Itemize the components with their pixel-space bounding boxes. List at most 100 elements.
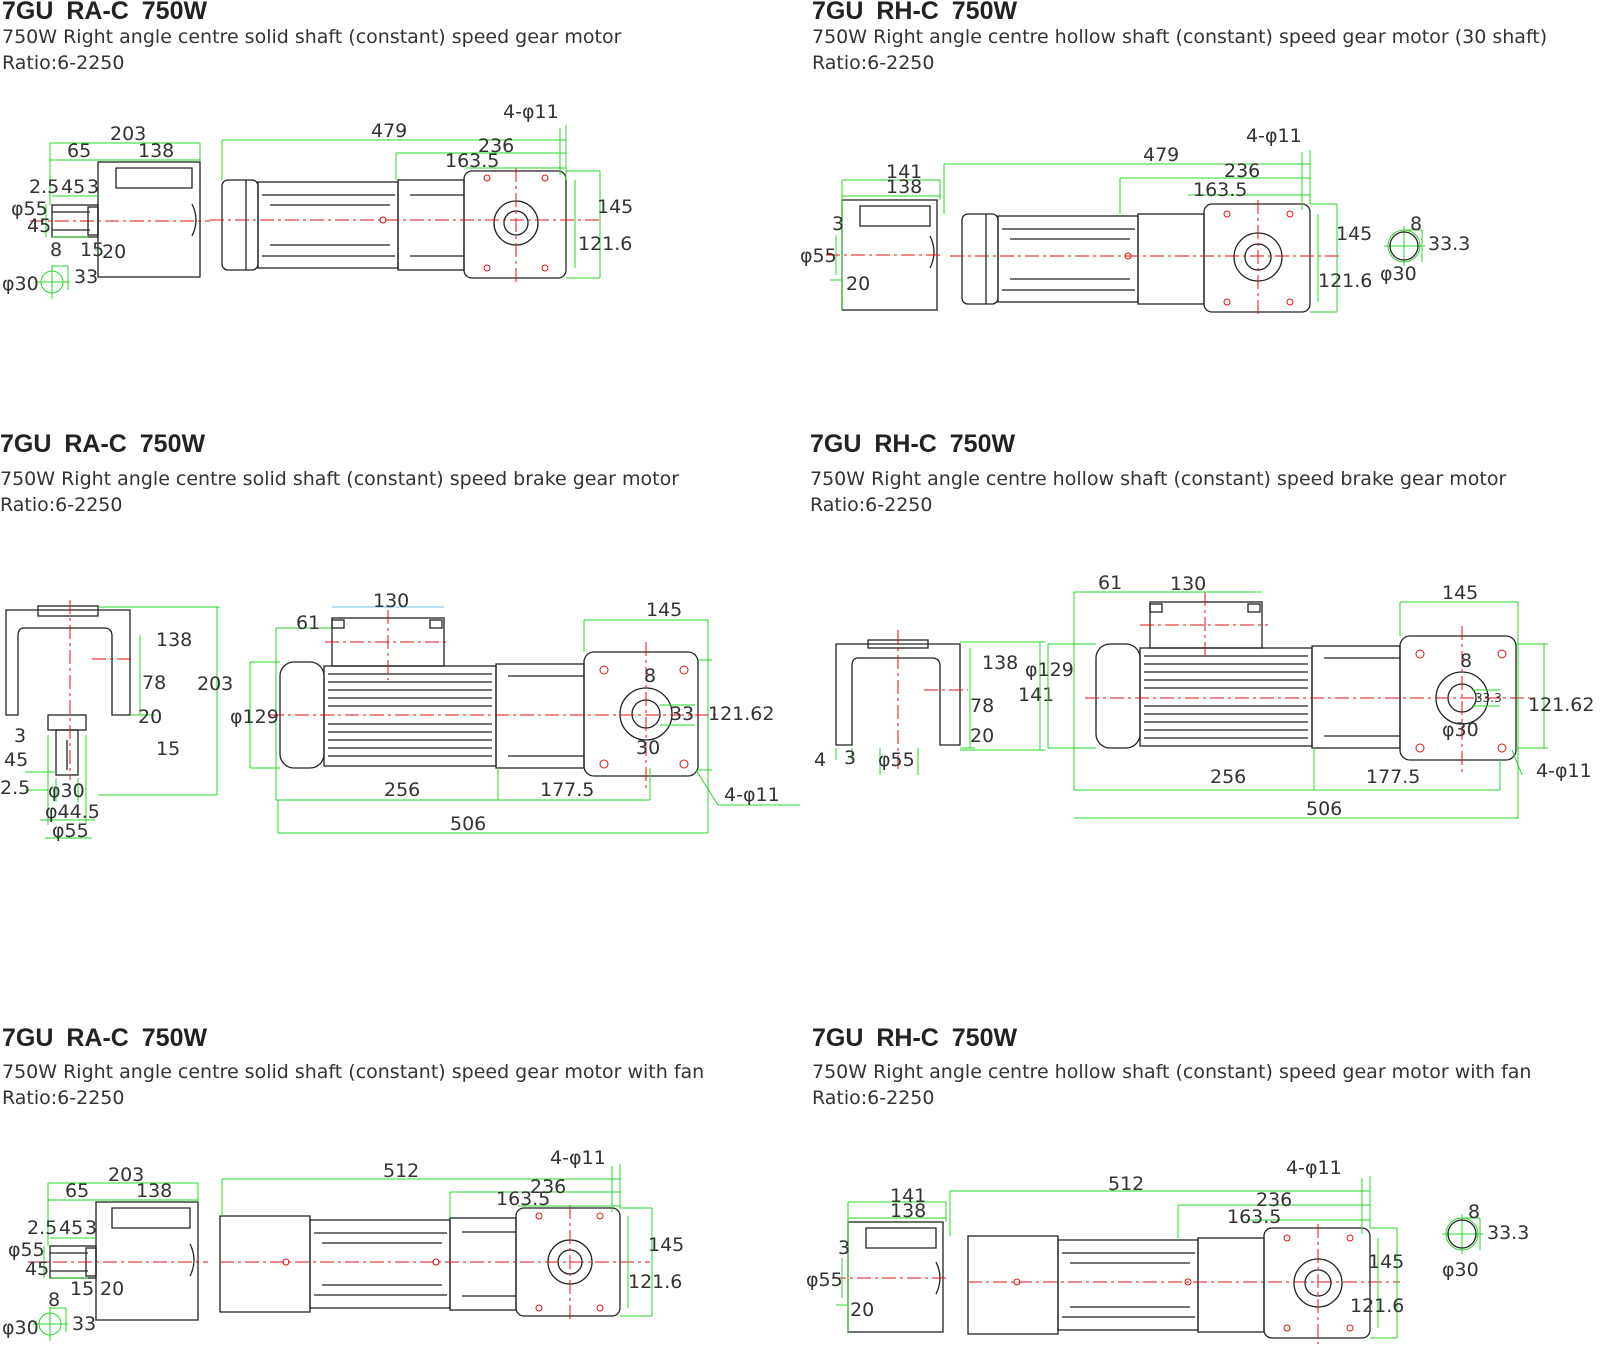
panel-3-ratio: Ratio:6-2250: [0, 494, 123, 516]
p3-d61: 61: [296, 612, 320, 634]
p4-front-dims: [1047, 591, 1548, 819]
p3-phi44-5: φ44.5: [45, 801, 100, 823]
p1-d33: 33: [74, 266, 98, 288]
p2-d236: 236: [1224, 160, 1260, 182]
p3-d256: 256: [384, 779, 420, 801]
p2-phi55: φ55: [800, 245, 837, 267]
panel-3-drawing: 138 78 203 20 3 45 15 2.5 φ30 φ44.5 φ55: [0, 590, 800, 842]
p4-d8: 8: [1460, 650, 1472, 672]
p1-side-view: [30, 161, 210, 278]
panel-5-subtitle: 750W Right angle centre solid shaft (con…: [2, 1061, 705, 1083]
p5-d138: 138: [136, 1180, 172, 1202]
p5-d163-5: 163.5: [496, 1188, 550, 1210]
p3-d138: 138: [156, 629, 192, 651]
p4-d33-3: 33.3: [1475, 691, 1502, 705]
p2-d479: 479: [1143, 144, 1179, 166]
p6-phi55: φ55: [806, 1269, 843, 1291]
p6-d8: 8: [1468, 1201, 1480, 1223]
p4-d61: 61: [1098, 572, 1122, 594]
p5-hole: 4-φ11: [550, 1147, 606, 1169]
p2-d3: 3: [832, 213, 844, 235]
p4-d130: 130: [1170, 573, 1206, 595]
p5-d45b: 45: [25, 1258, 49, 1280]
p2-d141: 141: [886, 161, 922, 183]
p5-phi30: φ30: [2, 1317, 39, 1339]
p3-d15: 15: [156, 738, 180, 760]
p1-d45a: 45: [61, 176, 85, 198]
p5-d20: 20: [100, 1278, 124, 1300]
p4-d20: 20: [970, 725, 994, 747]
p2-d20: 20: [846, 273, 870, 295]
p4-phi55: φ55: [878, 749, 915, 771]
p3-d3: 3: [14, 725, 26, 747]
p1-phi30: φ30: [2, 273, 39, 295]
p5-d65: 65: [65, 1180, 89, 1202]
p4-d121-62: 121.62: [1528, 694, 1594, 716]
p6-d145: 145: [1368, 1251, 1404, 1273]
p5-d8: 8: [48, 1289, 60, 1311]
p5-d15: 15: [70, 1278, 94, 1300]
p2-front-view: [950, 200, 1340, 318]
p1-d3: 3: [87, 176, 99, 198]
p1-d45b: 45: [27, 215, 51, 237]
p4-d4: 4: [814, 749, 826, 771]
p5-front-view: [219, 1205, 650, 1322]
panel-4-drawing: 138 78 141 20 4 3 φ55 6: [814, 572, 1594, 820]
p3-hole: 4-φ11: [724, 784, 780, 806]
panel-1-ratio: Ratio:6-2250: [2, 52, 125, 74]
p6-d20: 20: [850, 1299, 874, 1321]
p3-front-dims: [249, 606, 800, 834]
p1-d236: 236: [478, 135, 514, 157]
p3-d45: 45: [4, 749, 28, 771]
p2-front-dims: [943, 150, 1425, 313]
p3-d506: 506: [450, 813, 486, 835]
panel-4-ratio: Ratio:6-2250: [810, 494, 933, 516]
panel-6-ratio: Ratio:6-2250: [812, 1087, 935, 1109]
p6-d3: 3: [838, 1237, 850, 1259]
p6-d138: 138: [890, 1200, 926, 1222]
p3-phi30: φ30: [48, 780, 85, 802]
panel-5-title: 7GU RA-C 750W: [2, 1024, 208, 1052]
p3-d8: 8: [644, 665, 656, 687]
panel-4-title: 7GU RH-C 750W: [810, 430, 1016, 458]
panel-6-subtitle: 750W Right angle centre hollow shaft (co…: [812, 1061, 1532, 1083]
panel-2-title: 7GU RH-C 750W: [812, 0, 1018, 25]
panel-1-title: 7GU RA-C 750W: [2, 0, 208, 25]
p4-side-view: [835, 630, 968, 770]
p6-front-view: [967, 1224, 1400, 1344]
p6-d33-3: 33.3: [1487, 1222, 1529, 1244]
p4-front-view: [1085, 592, 1535, 774]
p2-d138: 138: [886, 176, 922, 198]
p3-d78: 78: [142, 672, 166, 694]
p3-d203: 203: [197, 673, 233, 695]
p3-d145: 145: [646, 599, 682, 621]
panel-6-drawing: 141 138 3 φ55 20 512 4-φ11 236 163.5 145…: [806, 1157, 1529, 1344]
panel-4-subtitle: 750W Right angle centre hollow shaft (co…: [810, 468, 1507, 490]
p4-hole: 4-φ11: [1536, 760, 1592, 782]
p3-d20: 20: [138, 706, 162, 728]
p1-d479: 479: [371, 120, 407, 142]
p4-d141: 141: [1018, 684, 1054, 706]
p1-phi55: φ55: [11, 198, 48, 220]
p1-d145: 145: [597, 196, 633, 218]
p1-d138: 138: [138, 140, 174, 162]
p4-d145: 145: [1442, 582, 1478, 604]
p6-d163-5: 163.5: [1227, 1206, 1281, 1228]
p1-d8: 8: [50, 239, 62, 261]
p4-d138: 138: [982, 652, 1018, 674]
p6-hole: 4-φ11: [1286, 1157, 1342, 1179]
p6-d512: 512: [1108, 1173, 1144, 1195]
p4-d256: 256: [1210, 766, 1246, 788]
p2-d163-5: 163.5: [1193, 179, 1247, 201]
p3-d177-5: 177.5: [540, 779, 594, 801]
p3-fins: [328, 673, 492, 757]
p4-d3: 3: [844, 747, 856, 769]
p3-d2-5: 2.5: [0, 777, 30, 799]
p6-d121-6: 121.6: [1350, 1295, 1404, 1317]
p5-front-dims: [221, 1164, 653, 1317]
p5-d33: 33: [72, 1313, 96, 1335]
p5-d236: 236: [530, 1176, 566, 1198]
panel-2-ratio: Ratio:6-2250: [812, 52, 935, 74]
p1-d65: 65: [67, 140, 91, 162]
p3-d33: 33: [670, 703, 694, 725]
